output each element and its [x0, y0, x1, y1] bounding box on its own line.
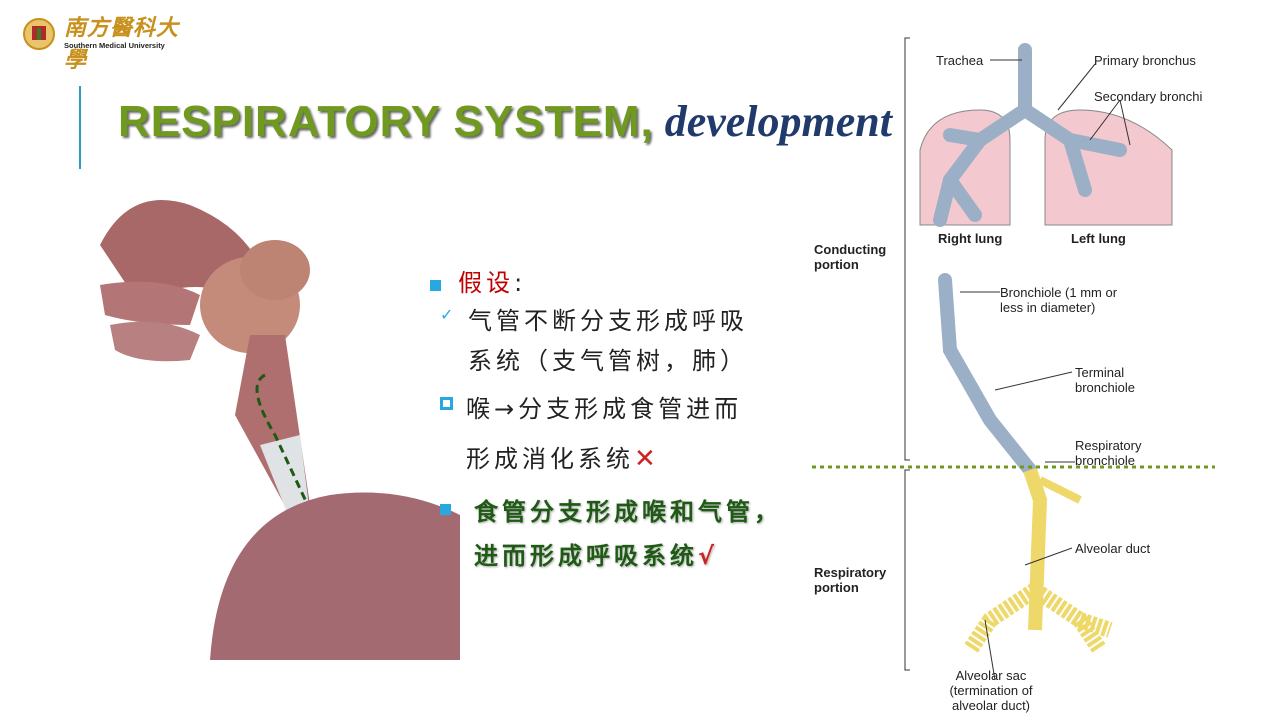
title-sub: development	[653, 97, 892, 146]
university-emblem-icon	[23, 18, 55, 50]
logo-english-name: Southern Medical University	[64, 41, 165, 50]
label-terminal-bronchiole: Terminal bronchiole	[1075, 365, 1135, 395]
label-alveolar-sac: Alveolar sac (termination of alveolar du…	[949, 668, 1033, 713]
hypothesis-label: 假设	[458, 269, 515, 297]
logo-chinese-name: 南方醫科大學	[64, 15, 180, 73]
check-mark-icon: √	[698, 542, 719, 570]
title-accent-bar	[79, 86, 81, 169]
label-primary-bronchus: Primary bronchus	[1094, 53, 1196, 68]
label-bronchiole: Bronchiole (1 mm or less in diameter)	[1000, 285, 1118, 315]
bullet-item-1: ✓ 气管不断分支形成呼吸 系统（支气管树，肺）	[440, 305, 744, 375]
label-secondary-bronchi: Secondary bronchi	[1094, 89, 1203, 104]
cross-mark-icon: ✕	[634, 444, 660, 474]
hollow-square-bullet-icon	[440, 397, 453, 410]
square-bullet-icon	[430, 280, 441, 291]
label-conducting-portion: Conducting portion	[814, 242, 887, 272]
item2-line1: 喉→分支形成食管进而	[466, 395, 743, 423]
item2-text: 形成消化系统	[466, 445, 634, 473]
item1-line1: 气管不断分支形成呼吸	[468, 307, 748, 335]
item3-line2: 进而形成呼吸系统√	[474, 536, 718, 571]
label-trachea: Trachea	[936, 53, 984, 68]
label-alveolar-duct: Alveolar duct	[1075, 541, 1151, 556]
item3-line1: 食管分支形成喉和气管，	[474, 498, 782, 526]
square-bullet-icon	[440, 504, 451, 515]
label-right-lung: Right lung	[938, 231, 1003, 246]
bullet-hypothesis: 假设:	[430, 263, 526, 298]
airway-diagram	[812, 37, 1215, 681]
university-logo: 南方醫科大學 Southern Medical University	[22, 10, 182, 73]
label-respiratory-bronchiole: Respiratory bronchiole	[1075, 438, 1142, 468]
title-main: RESPIRATORY SYSTEM,	[118, 97, 654, 146]
bullet-item-2: 喉→分支形成食管进而 形成消化系统✕	[440, 395, 738, 474]
item1-line2: 系统（支气管树，肺）	[468, 347, 748, 375]
item3-text: 进而形成呼吸系统	[474, 542, 698, 570]
anatomy-3d-illustration	[100, 200, 460, 660]
bullet-item-3: 食管分支形成喉和气管， 进而形成呼吸系统√	[440, 498, 778, 570]
label-left-lung: Left lung	[1071, 231, 1126, 246]
checkmark-bullet-icon: ✓	[440, 305, 454, 324]
label-respiratory-portion: Respiratory portion	[814, 565, 887, 595]
page-title: RESPIRATORY SYSTEM, development	[118, 96, 892, 147]
colon: :	[514, 269, 527, 297]
item2-line2: 形成消化系统✕	[466, 439, 660, 474]
